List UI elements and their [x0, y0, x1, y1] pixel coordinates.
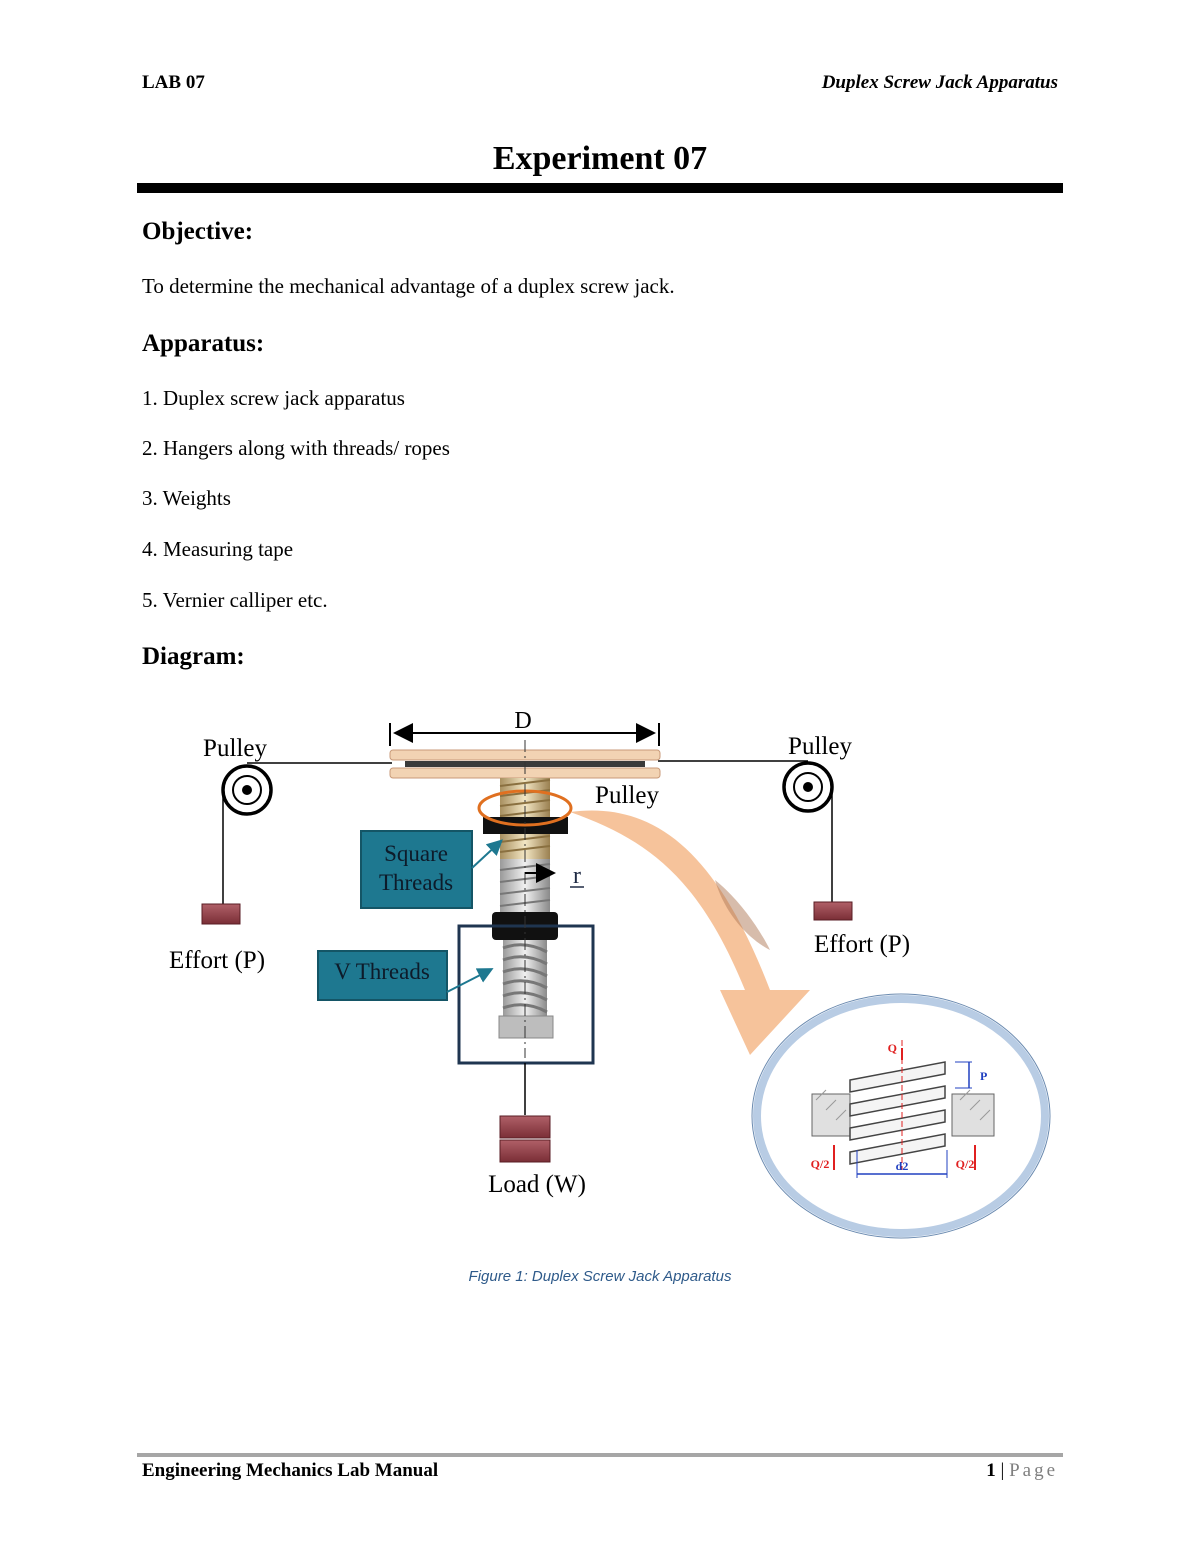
pulley-right-label: Pulley: [788, 733, 852, 760]
apparatus-item: 2. Hangers along with threads/ ropes: [142, 436, 450, 460]
pulley-left-label: Pulley: [203, 735, 267, 762]
footer-manual-title: Engineering Mechanics Lab Manual: [142, 1460, 439, 1481]
apparatus-heading: Apparatus:: [142, 330, 265, 357]
detail-arrow: [570, 810, 810, 1055]
effort-right-label: Effort (P): [814, 931, 910, 958]
apparatus-item: 3. Weights: [142, 486, 231, 510]
v-thread-frame: [457, 924, 595, 1065]
detail-p-label: P: [980, 1069, 987, 1083]
objective-heading: Objective:: [142, 218, 254, 245]
page-title: Experiment 07: [492, 140, 708, 177]
load-label: Load (W): [488, 1171, 586, 1198]
effort-weight-right: [813, 901, 853, 921]
detail-d2-label: d2: [896, 1159, 909, 1173]
load-weight: [499, 1115, 551, 1163]
dimension-d-label: D: [514, 708, 531, 734]
header-title: Duplex Screw Jack Apparatus: [821, 72, 1058, 93]
header-lab-number: LAB 07: [142, 72, 205, 93]
v-thread-screw: [498, 940, 554, 1039]
detail-q2-right-label: Q/2: [956, 1157, 975, 1171]
apparatus-item: 1. Duplex screw jack apparatus: [142, 386, 405, 410]
objective-text: To determine the mechanical advantage of…: [142, 274, 675, 298]
square-threads-label-line2: Threads: [379, 870, 453, 895]
pulley-right: [782, 761, 834, 813]
detail-q2-left-label: Q/2: [811, 1157, 830, 1171]
figure-caption: Figure 1: Duplex Screw Jack Apparatus: [468, 1268, 732, 1285]
footer-page-number: 1 | Page: [986, 1460, 1058, 1482]
detail-arrow-shadow: [715, 880, 770, 950]
apparatus-item: 4. Measuring tape: [142, 537, 294, 561]
v-threads-callout: V Threads: [317, 950, 494, 1001]
detail-q-label: Q: [888, 1041, 897, 1055]
diagram-heading: Diagram:: [142, 643, 245, 670]
thread-detail-circle: Q P Q/2 Q/2 d2: [751, 993, 1051, 1239]
pulley-left: [221, 764, 273, 816]
page-separator: |: [1000, 1460, 1005, 1481]
v-threads-label: V Threads: [334, 959, 430, 984]
apparatus-item: 5. Vernier calliper etc.: [142, 588, 328, 612]
effort-weight-left: [201, 903, 241, 925]
page-label: Page: [1009, 1460, 1058, 1481]
radius-r-label: r: [573, 863, 581, 889]
effort-left-label: Effort (P): [169, 947, 265, 974]
page-number: 1: [986, 1460, 996, 1481]
title-rule: [137, 183, 1063, 193]
footer-rule: [137, 1453, 1063, 1457]
pulley-center-label: Pulley: [595, 782, 659, 809]
square-threads-label-line1: Square: [384, 841, 448, 866]
square-threads-callout: Square Threads: [360, 830, 503, 909]
